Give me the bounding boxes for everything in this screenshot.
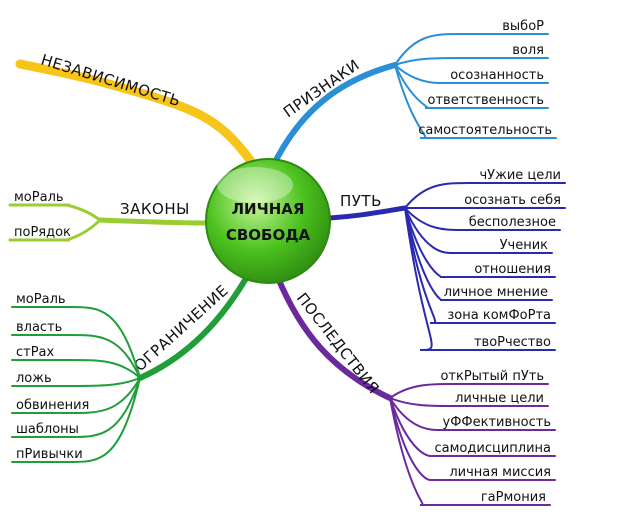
center-node-highlight: [217, 167, 293, 203]
signs-sub-line: [394, 33, 549, 66]
consequences-item-label: уФФективность: [443, 415, 551, 430]
consequences-item-label: личные цели: [455, 391, 544, 406]
branch-signs-stem: [269, 62, 398, 171]
signs-item-label: воля: [512, 43, 544, 58]
limits-item-label: стРах: [16, 345, 55, 360]
signs-sub-line: [394, 64, 557, 139]
consequences-sub-line: [389, 397, 551, 506]
branch-independence-label: НЕЗАВИСИМОСТЬ: [39, 51, 183, 111]
branch-path-subbranches: чУжие цели осознать себя бесполезноеУченик…: [404, 168, 566, 351]
path-sub-line: [404, 207, 553, 254]
laws-item-label: поРядок: [14, 225, 71, 240]
path-item-label: зона комФоРта: [447, 308, 551, 323]
branch-signs-subbranches: выбоР воля осознанность ответственность само…: [394, 19, 557, 139]
path-item-label: личное мнение: [444, 285, 548, 300]
limits-item-label: пРивычки: [16, 447, 83, 462]
signs-item-label: выбоР: [502, 19, 544, 34]
path-sub-line: [404, 207, 556, 351]
branch-path-label: ПУТЬ: [340, 192, 382, 210]
limits-sub-line: [11, 334, 141, 379]
limits-sub-line: [11, 377, 141, 387]
limits-sub-line: [11, 377, 141, 463]
branch-consequences-label: ПОСЛЕДСТВИЯ: [293, 289, 383, 397]
consequences-sub-line: [389, 397, 556, 457]
consequences-sub-line: [389, 383, 549, 399]
laws-item-label: моРаль: [14, 190, 64, 205]
path-item-label: осознать себя: [464, 193, 561, 208]
branch-laws-label: ЗАКОНЫ: [120, 200, 190, 218]
center-node: [205, 158, 331, 284]
signs-item-label: самостоятельность: [418, 123, 552, 138]
signs-sub-line: [394, 64, 549, 84]
consequences-sub-line: [389, 397, 549, 407]
signs-sub-line: [394, 57, 549, 66]
consequences-item-label: личная миссия: [449, 465, 551, 480]
signs-item-label: ответственность: [428, 93, 544, 108]
branch-laws-subbranches: моРаль поРядок: [8, 190, 102, 242]
limits-item-label: шаблоны: [16, 422, 79, 437]
path-item-label: Ученик: [500, 238, 549, 253]
branch-laws-stem: [97, 217, 208, 226]
limits-sub-line: [11, 306, 141, 379]
branch-limits-stem: [137, 277, 248, 381]
signs-item-label: осознанность: [450, 68, 544, 83]
branch-limits-subbranches: моРаль власть стРах ложь обвинения шаблоны пРи…: [11, 292, 141, 463]
path-item-label: чУжие цели: [480, 168, 562, 183]
laws-sub-line: [8, 203, 102, 222]
branch-consequences-subbranches: откРытый пУть личные цели уФФективность сам…: [389, 369, 556, 506]
path-sub-line: [404, 207, 561, 231]
path-sub-line: [404, 207, 556, 278]
limits-sub-line: [11, 359, 141, 379]
consequences-sub-line: [389, 397, 556, 431]
consequences-item-label: гаРмония: [481, 490, 546, 505]
path-item-label: бесполезное: [469, 215, 556, 230]
branch-signs-label: ПРИЗНАКИ: [280, 56, 363, 122]
center-title-line1: ЛИЧНАЯ: [232, 200, 305, 218]
signs-sub-line: [394, 64, 549, 109]
limits-item-label: власть: [16, 320, 62, 335]
consequences-sub-line: [389, 397, 556, 481]
path-item-label: отношения: [474, 262, 551, 277]
branch-limits-label: ОГРАНИЧЕНИЕ: [131, 281, 232, 375]
limits-item-label: ложь: [16, 371, 52, 386]
limits-item-label: обвинения: [16, 398, 89, 413]
consequences-item-label: откРытый пУть: [440, 369, 544, 384]
branch-path-stem: [327, 205, 408, 221]
branch-consequences-stem: [275, 275, 393, 401]
limits-item-label: моРаль: [16, 292, 66, 307]
path-sub-line: [404, 207, 553, 301]
limits-sub-line: [11, 377, 141, 414]
consequences-item-label: самодисциплина: [435, 441, 551, 456]
path-sub-line: [404, 207, 556, 324]
laws-sub-line: [8, 218, 102, 242]
limits-sub-line: [11, 377, 141, 438]
path-sub-line: [404, 182, 566, 209]
branch-independence-stem: [15, 59, 255, 165]
center-title-line2: СВОБОДА: [226, 226, 311, 244]
path-item-label: твоРчество: [474, 335, 551, 350]
